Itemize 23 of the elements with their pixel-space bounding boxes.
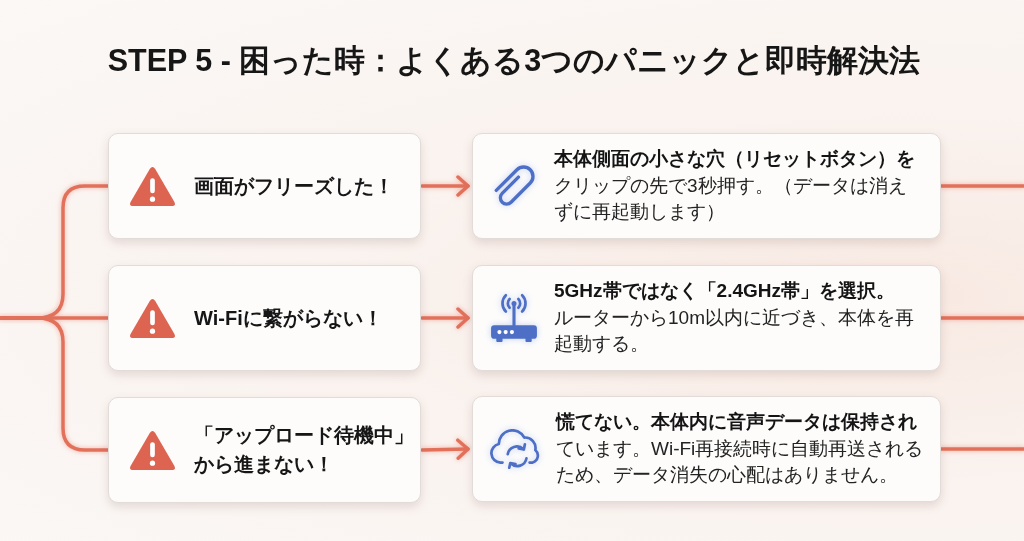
solution-box xyxy=(472,396,941,502)
solution-box xyxy=(472,133,941,239)
solution-heading: 5GHz帯ではなく「2.4GHz帯」を選択。 xyxy=(554,279,896,304)
solution-text: ています。Wi-Fi再接続時に自動再送されるため、データ消失の心配はありません。 xyxy=(556,436,925,488)
arrow xyxy=(420,307,470,329)
problem-text: Wi-Fiに繋がらない！ xyxy=(194,305,384,331)
solution-heading: 本体側面の小さな穴（リセットボタン）を xyxy=(554,147,916,172)
solution-box xyxy=(472,265,941,371)
problem-box xyxy=(108,265,421,371)
solution-text: クリップの先で3秒押す。（データは消えずに再起動します） xyxy=(554,173,908,225)
solution-heading: 慌てない。本体内に音声データは保持され xyxy=(556,410,918,435)
connector-line xyxy=(939,316,1024,320)
connector-line xyxy=(939,184,1024,188)
arrow xyxy=(420,175,470,197)
problem-text: 「アップロード待機中」から進まない！ xyxy=(194,423,415,477)
branch-line xyxy=(0,316,110,452)
problem-box xyxy=(108,133,421,239)
problem-box xyxy=(108,397,421,503)
solution-text: ルーターから10m以内に近づき、本体を再起動する。 xyxy=(554,305,915,357)
connector-line xyxy=(939,447,1024,451)
problem-text: 画面がフリーズした！ xyxy=(194,173,395,199)
title: STEP 5 - 困った時：よくある3つのパニックと即時解決法 xyxy=(107,42,921,79)
arrow xyxy=(420,438,470,460)
